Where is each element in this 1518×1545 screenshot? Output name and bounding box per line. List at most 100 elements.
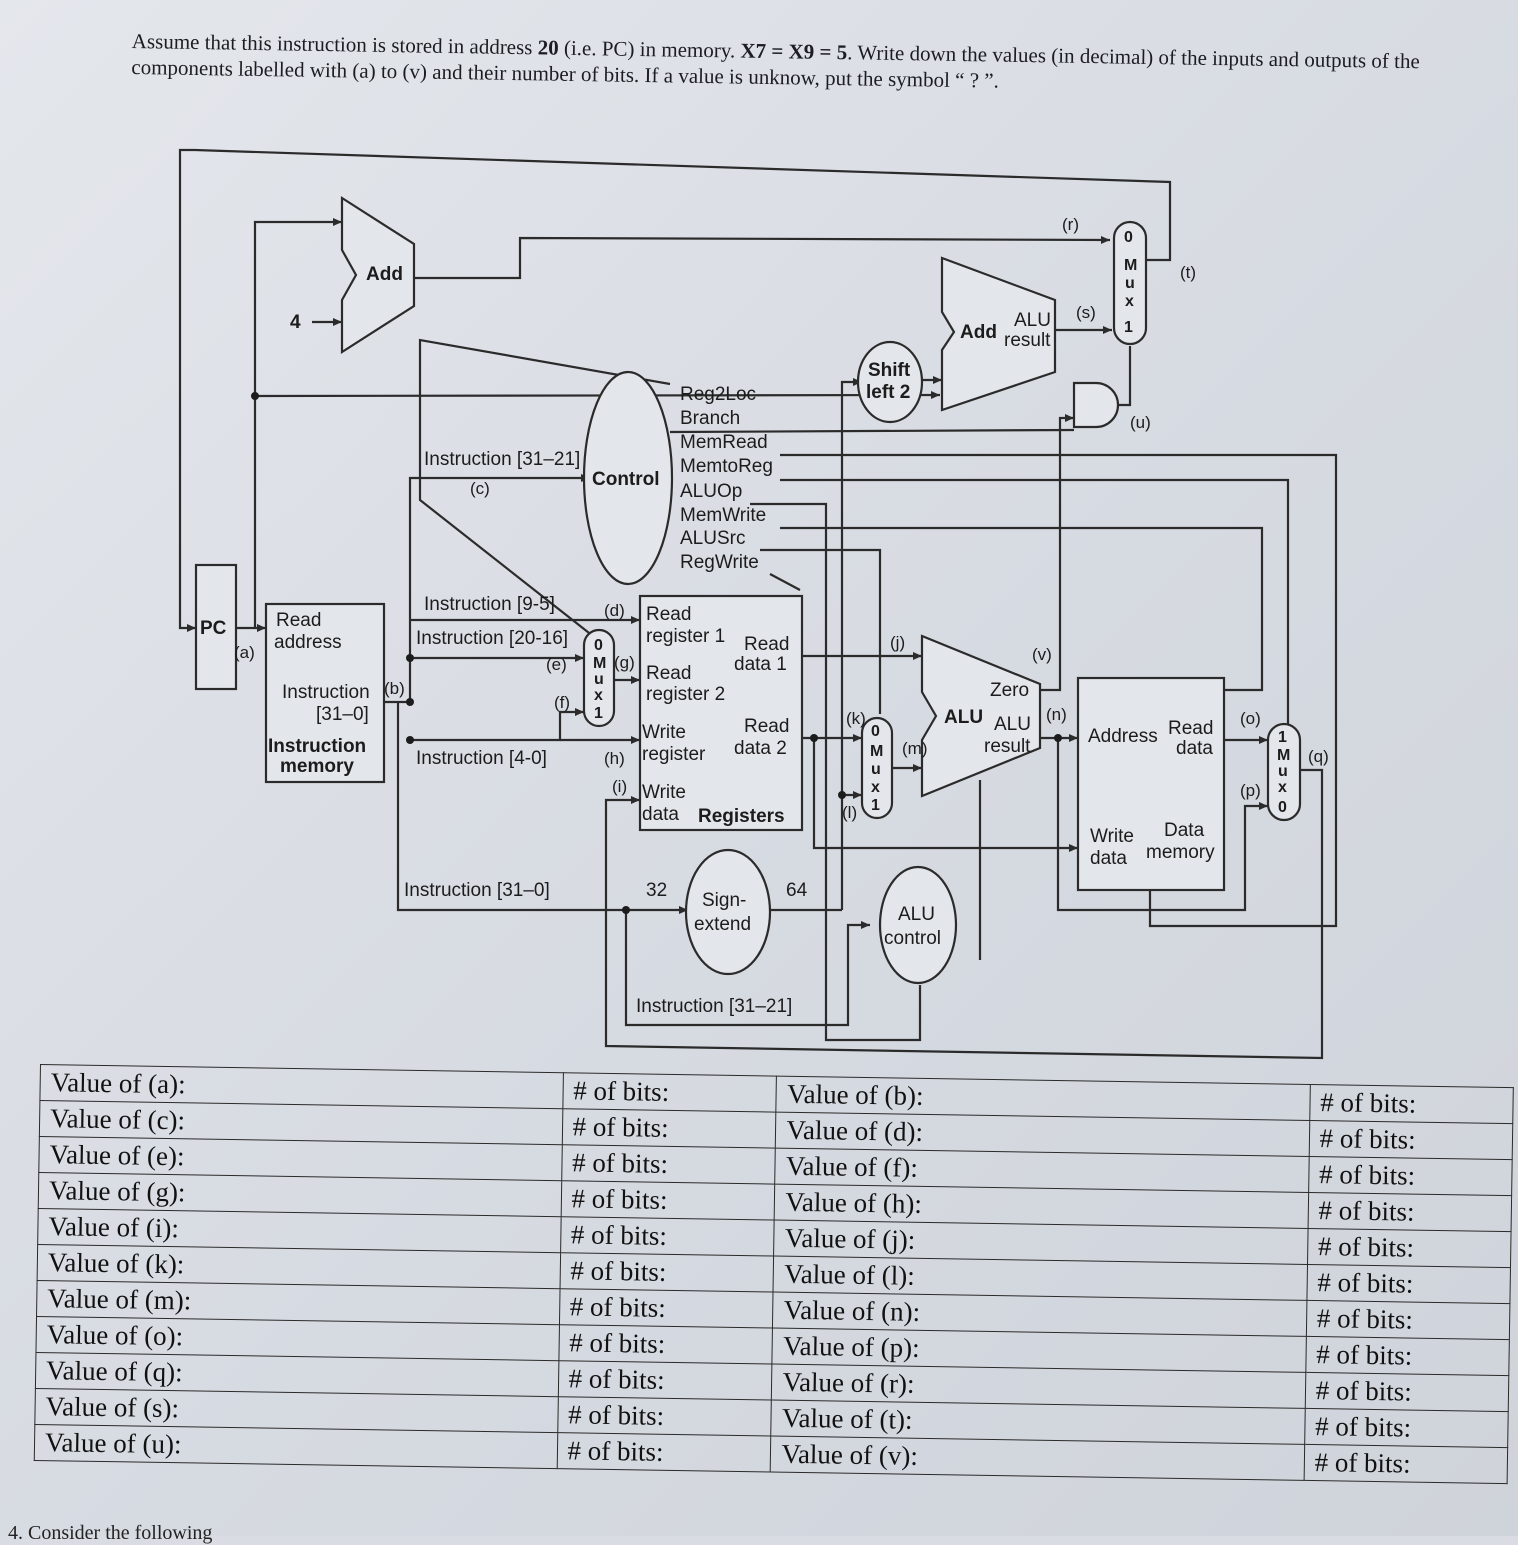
bits-field[interactable]: # of bits:	[561, 1144, 776, 1185]
label-t: (t)	[1180, 263, 1196, 282]
write-data-label: Write	[642, 782, 686, 803]
bits-field[interactable]: # of bits:	[1305, 1336, 1510, 1376]
bits-field[interactable]: # of bits:	[560, 1216, 775, 1257]
bits-field[interactable]: # of bits:	[557, 1396, 772, 1437]
pc-adder-label: Add	[366, 264, 403, 285]
control-label: Control	[592, 469, 660, 490]
alusrc-signal-wire	[760, 548, 882, 714]
alu-result-label: result	[984, 736, 1031, 757]
pc-to-branch-adder-wire	[254, 391, 941, 400]
label-c: (c)	[470, 479, 490, 498]
mux-reg-m: M	[593, 655, 606, 672]
next-question-stub: 4. Consider the following	[8, 1522, 213, 1544]
datapath-diagram: Add 4 PC Read address Instruction [31–0]…	[178, 148, 1338, 1060]
alu-result-label: ALU	[994, 714, 1031, 735]
label-m: (m)	[902, 739, 927, 758]
mux-pc-one: 1	[1124, 319, 1133, 336]
mux-alu-m: M	[870, 743, 883, 760]
instr-31-0-label: Instruction [31–0]	[404, 880, 550, 901]
bits-field[interactable]: # of bits:	[1307, 1228, 1512, 1268]
mux-reg-u: u	[594, 671, 604, 688]
bits-field[interactable]: # of bits:	[1309, 1084, 1514, 1124]
pc-label: PC	[200, 618, 227, 639]
instruction-memory-label: memory	[280, 756, 354, 777]
sign-extend-unit	[684, 848, 772, 976]
bits-field[interactable]: # of bits:	[559, 1252, 775, 1293]
label-r: (r)	[1062, 215, 1079, 234]
label-p: (p)	[1240, 781, 1261, 800]
bits-field[interactable]: # of bits:	[1304, 1372, 1509, 1412]
memread-signal-wire	[780, 453, 1338, 928]
value-label: Value of (v):	[770, 1436, 1305, 1481]
bits-field[interactable]: # of bits:	[560, 1180, 776, 1221]
label-g: (g)	[614, 653, 635, 672]
read-register1-label: Read	[646, 604, 691, 625]
instr-31-21-to-alu-control-wire	[624, 910, 870, 1027]
bits-field[interactable]: # of bits:	[558, 1324, 773, 1365]
junction-dot	[838, 791, 846, 799]
regwrite-signal-wire	[769, 573, 801, 591]
read-data1-label: Read	[744, 634, 789, 655]
mux-reg-one: 1	[594, 705, 603, 722]
instr-to-sign-extend-wire	[396, 702, 688, 914]
bits-32-label: 32	[646, 880, 667, 901]
bits-64-label: 64	[786, 880, 808, 901]
instr-4-0-wire	[410, 708, 584, 742]
mux-wb-one: 1	[1278, 729, 1287, 746]
junction-dot	[251, 392, 259, 400]
label-k: (k)	[846, 709, 866, 728]
label-s: (s)	[1076, 303, 1096, 322]
read-register1-label: register 1	[646, 626, 725, 647]
control-unit	[582, 370, 674, 586]
mux-pc-source	[1112, 220, 1148, 346]
instruction-memory-label: Instruction	[268, 736, 366, 757]
read-data2-label: Read	[744, 716, 789, 737]
control-signal-aluop: ALUOp	[680, 481, 742, 502]
bits-field[interactable]: # of bits:	[1307, 1192, 1512, 1232]
label-l: (l)	[842, 803, 857, 822]
bits-field[interactable]: # of bits:	[559, 1288, 774, 1329]
shift-left-unit	[856, 340, 924, 424]
read-data2-label: data 2	[734, 738, 787, 759]
label-u: (u)	[1130, 413, 1151, 432]
mux-wb-m: M	[1277, 747, 1290, 764]
bits-field[interactable]: # of bits:	[556, 1432, 772, 1473]
pc-adder	[340, 195, 416, 355]
mux-alu-u: u	[871, 761, 881, 778]
mux-pc-x: x	[1125, 293, 1134, 310]
mem-write-data-label: Write	[1090, 826, 1134, 847]
bits-field[interactable]: # of bits:	[1304, 1408, 1509, 1448]
question-pc-note: (i.e. PC) in memory.	[558, 35, 741, 63]
instruction-out-label: [31–0]	[316, 704, 369, 725]
instruction-out-label: Instruction	[282, 682, 370, 703]
bits-field[interactable]: # of bits:	[557, 1360, 773, 1401]
memwrite-signal-wire	[780, 526, 1264, 692]
jump-feedback-wire	[178, 148, 1172, 632]
bits-field[interactable]: # of bits:	[562, 1072, 777, 1113]
instruction-memory	[264, 602, 386, 784]
label-n: (n)	[1046, 705, 1067, 724]
control-signal-memread: MemRead	[680, 432, 768, 453]
read-address-label: Read	[276, 610, 321, 631]
aluop-signal-wire	[750, 502, 922, 1042]
instr-4-0-label: Instruction [4-0]	[416, 748, 547, 769]
label-a: (a)	[234, 643, 255, 662]
read-data-label: data	[1176, 738, 1213, 759]
bits-field[interactable]: # of bits:	[1308, 1156, 1513, 1196]
read-address-label: address	[274, 632, 342, 653]
label-h: (h)	[604, 749, 625, 768]
adder-to-mux-wire	[414, 235, 1111, 280]
bits-field[interactable]: # of bits:	[1306, 1264, 1511, 1304]
bits-field[interactable]: # of bits:	[1306, 1300, 1510, 1340]
bits-field[interactable]: # of bits:	[1303, 1444, 1508, 1484]
read-data-label: Read	[1168, 718, 1213, 739]
mux-alusrc	[860, 716, 894, 820]
control-signal-alusrc: ALUSrc	[680, 528, 745, 549]
bits-field[interactable]: # of bits:	[1308, 1120, 1513, 1160]
write-register-label: Write	[642, 722, 686, 743]
control-signal-regwrite: RegWrite	[680, 552, 759, 573]
label-e: (e)	[546, 655, 567, 674]
bits-field[interactable]: # of bits:	[561, 1108, 777, 1149]
sign-extend-label: extend	[694, 914, 751, 935]
main-alu	[920, 634, 1042, 798]
